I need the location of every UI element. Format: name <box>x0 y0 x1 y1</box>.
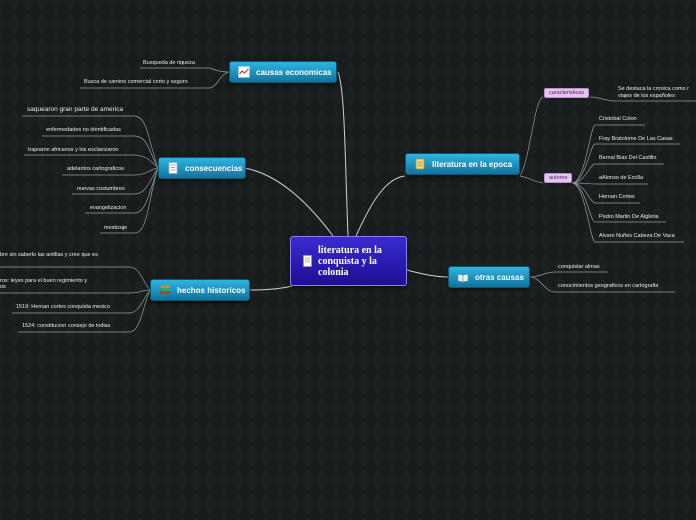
tag-autores[interactable]: autores <box>544 173 573 183</box>
document-icon <box>168 162 178 174</box>
books-icon <box>160 285 170 294</box>
topic-label: causas economicas <box>256 67 332 77</box>
leaf-item[interactable]: nuevas costumbres <box>77 186 125 192</box>
author-item[interactable]: aAlonso de Ercilla <box>599 175 644 181</box>
leaf-item[interactable]: evangelizacion <box>90 205 127 211</box>
topic-label: consecuencias <box>185 163 243 173</box>
scroll-icon <box>415 158 425 170</box>
author-item[interactable]: Pedro Martin De Algleria <box>599 214 659 220</box>
author-item[interactable]: Cristobal Colon <box>599 116 637 122</box>
leaf-item[interactable]: conocimientos geograficos en cartografia <box>558 283 659 289</box>
open-book-icon <box>457 273 469 283</box>
leaf-item-continued: os <box>0 284 6 290</box>
author-item[interactable]: Alvaro Nuñes Cabeza De Vaca <box>599 233 675 239</box>
topic-label: literatura en la epoca <box>432 159 513 169</box>
leaf-item[interactable]: enfermedades no identificadas <box>46 127 121 133</box>
leaf-item[interactable]: Busca de camino comercial corto y seguro <box>84 79 188 85</box>
author-item[interactable]: Bernal Bias Del Castillo <box>599 155 657 161</box>
leaf-item[interactable]: 1524: constitucion consejo de indias <box>22 323 111 329</box>
chart-icon <box>238 66 250 78</box>
topic-hechos-historicos[interactable]: hechos historicos <box>150 279 250 301</box>
leaf-item[interactable]: ros: leyes para el buen regimiento y <box>0 278 88 284</box>
leaf-item[interactable]: 1519: Hernan cortes conquista mexico <box>16 304 110 310</box>
topic-label: hechos historicos <box>177 285 246 295</box>
leaf-item[interactable]: saquearon gran parte de america <box>27 106 124 113</box>
leaf-item[interactable]: conquistar almas <box>558 264 600 270</box>
document-icon <box>303 255 312 267</box>
topic-label: otras causas <box>475 272 524 282</box>
topic-literatura-epoca[interactable]: literatura en la epoca <box>405 153 520 175</box>
leaf-item[interactable]: adelantos cartograficos <box>67 166 124 172</box>
leaf-item[interactable]: trajearon africanos y los esclavizaron <box>28 147 119 153</box>
topic-consecuencias[interactable]: consecuencias <box>158 157 246 179</box>
leaf-item[interactable]: bre sin saberlo las antillas y cree que … <box>0 252 98 258</box>
leaf-item-continued: viajes de los españoles <box>618 93 675 99</box>
leaf-item[interactable]: Se destaca la cronica como r <box>618 86 689 92</box>
central-topic-title: literatura en la conquista y la colonia <box>318 244 382 278</box>
tag-caracteristicas[interactable]: caracteristicas <box>544 88 590 98</box>
author-item[interactable]: Hernan Cortes <box>599 194 635 200</box>
topic-otras-causas[interactable]: otras causas <box>448 266 530 288</box>
topic-causas-economicas[interactable]: causas economicas <box>229 61 337 83</box>
leaf-item[interactable]: Busqueda de riqueza <box>143 60 195 66</box>
central-topic[interactable]: literatura en la conquista y la colonia <box>290 236 407 286</box>
leaf-item[interactable]: mestizaje <box>104 225 128 231</box>
author-item[interactable]: Fray Bratolome De Las Casas <box>599 136 673 142</box>
